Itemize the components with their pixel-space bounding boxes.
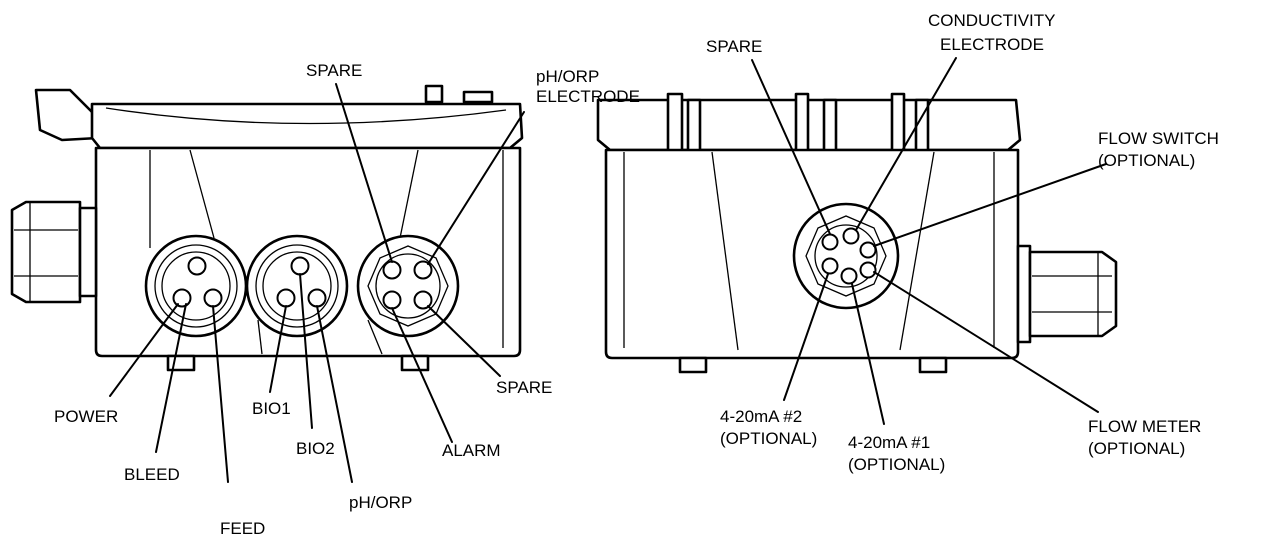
body-rib: [899, 151, 935, 351]
pin-flow-switch: [859, 241, 877, 259]
body-rib: [367, 319, 383, 355]
lid-curve: [105, 107, 507, 125]
label-feed: FEED: [220, 519, 265, 538]
label-4-20ma-2-line2: (OPTIONAL): [720, 429, 817, 448]
leader-ph-electrode: [427, 111, 525, 265]
pin-spare-right: [413, 290, 433, 310]
gland-nut: [78, 206, 98, 298]
label-conductivity-line2: ELECTRODE: [940, 35, 1044, 54]
pin-power: [172, 288, 192, 308]
leader-4-20ma-2: [783, 273, 829, 401]
label-ph-orp-electrode-line2: ELECTRODE: [536, 87, 640, 106]
leader-spare-top: [335, 83, 393, 263]
label-spare-right: SPARE: [496, 378, 552, 397]
label-flow-meter-line2: (OPTIONAL): [1088, 439, 1185, 458]
label-spare: SPARE: [706, 37, 762, 56]
label-conductivity-line1: CONDUCTIVITY: [928, 11, 1056, 30]
label-flow-switch-line1: FLOW SWITCH: [1098, 129, 1219, 148]
pin-flow-meter: [859, 261, 877, 279]
pin-bleed: [203, 288, 223, 308]
body-rib: [189, 149, 215, 239]
body-rib: [399, 149, 419, 239]
body-rib: [711, 151, 739, 351]
leader-power: [109, 303, 179, 397]
left-enclosure: [10, 83, 525, 483]
label-bleed: BLEED: [124, 465, 180, 484]
connector-power: [144, 234, 248, 338]
body-rib: [257, 319, 263, 355]
pin-bio1: [276, 288, 296, 308]
right-labels: SPARE CONDUCTIVITY ELECTRODE FLOW SWITCH…: [706, 11, 1219, 474]
foot: [400, 354, 430, 372]
foot: [166, 354, 196, 372]
leader-ph-orp: [316, 305, 353, 483]
pin-spare: [821, 233, 839, 251]
leader-bleed: [155, 303, 187, 453]
leader-4-20ma-1: [851, 283, 885, 425]
label-power: POWER: [54, 407, 118, 426]
gland-nut: [1016, 244, 1032, 344]
pin-alarm: [382, 290, 402, 310]
mounting-ear: [34, 88, 100, 142]
left-labels: SPARE pH/ORP ELECTRODE SPARE POWER BLEED…: [54, 61, 640, 538]
side-cable-gland: [1028, 250, 1118, 338]
pin-ph-orp: [307, 288, 327, 308]
side-cable-gland: [10, 200, 82, 304]
leader-conductivity: [855, 57, 957, 231]
label-flow-switch-line2: (OPTIONAL): [1098, 151, 1195, 170]
leader-bio1: [269, 305, 287, 393]
leader-alarm: [391, 307, 453, 443]
label-alarm: ALARM: [442, 441, 501, 460]
label-4-20ma-1-line1: 4-20mA #1: [848, 433, 930, 452]
leader-spare: [751, 59, 831, 235]
label-ph-orp: pH/ORP: [349, 493, 412, 512]
cap-latch: [462, 90, 494, 104]
pin-feed-top: [187, 256, 207, 276]
label-bio1: BIO1: [252, 399, 291, 418]
leader-spare-right: [427, 305, 501, 377]
foot: [678, 356, 708, 374]
pin-4-20ma-1: [840, 267, 858, 285]
label-spare-top: SPARE: [306, 61, 362, 80]
label-4-20ma-1-line2: (OPTIONAL): [848, 455, 945, 474]
leader-bio2: [299, 273, 313, 429]
pin-spare-top: [382, 260, 402, 280]
label-flow-meter-line1: FLOW METER: [1088, 417, 1201, 436]
connector-sensor: [792, 202, 900, 310]
cap-latch: [424, 84, 444, 104]
label-ph-orp-electrode-line1: pH/ORP: [536, 67, 599, 86]
leader-feed: [212, 305, 229, 483]
label-4-20ma-2-line1: 4-20mA #2: [720, 407, 802, 426]
enclosure-lid: [90, 102, 524, 150]
pin-4-20ma-2: [821, 257, 839, 275]
pin-conductivity: [842, 227, 860, 245]
foot: [918, 356, 948, 374]
pin-ph-electrode: [413, 260, 433, 280]
leader-flow-switch: [873, 163, 1107, 247]
leader-flow-meter: [873, 271, 1099, 413]
right-enclosure: [596, 57, 1118, 425]
connector-bio: [245, 234, 349, 338]
label-bio2: BIO2: [296, 439, 335, 458]
pin-bio-top: [290, 256, 310, 276]
